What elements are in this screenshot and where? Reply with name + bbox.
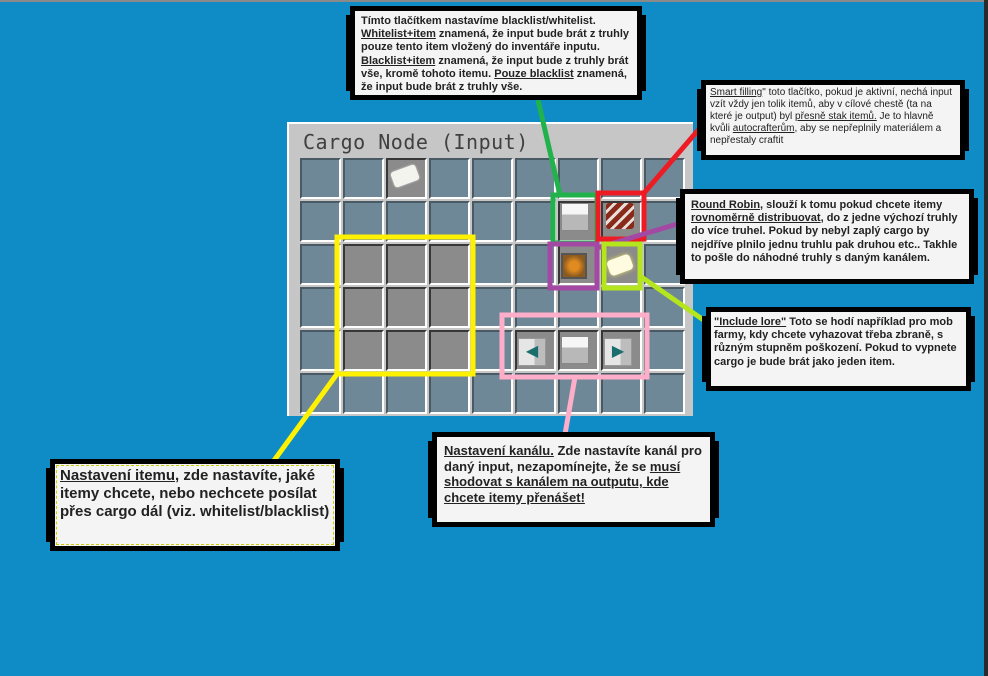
channel-display	[561, 336, 589, 364]
inventory-slot[interactable]	[343, 201, 384, 242]
inventory-slot[interactable]	[601, 287, 642, 328]
inventory-slot[interactable]	[300, 373, 341, 414]
note-highlight-text: "Include lore"	[714, 316, 787, 328]
note-text: Zde nastavíte kanál pro daný input, neza…	[444, 443, 702, 474]
inventory-slot[interactable]	[300, 201, 341, 242]
note-text: " toto tlačítko, pokud je aktivní, nechá…	[710, 87, 953, 122]
note-highlight-text: Nastavení kanálu.	[444, 443, 554, 458]
note-text: Tímto tlačítkem nastavíme blacklist/whit…	[361, 15, 596, 27]
note-highlight-text: rovnoměrně distribuovat	[691, 212, 821, 225]
note-blacklist-whitelist: Tímto tlačítkem nastavíme blacklist/whit…	[346, 6, 646, 100]
note-highlight-text: Nastavení itemu	[60, 467, 176, 484]
note-text: , do z jedne výchozí truhly do více truh…	[691, 212, 958, 264]
note-text: Toto se hodí například pro mob farmy, kd…	[714, 316, 957, 368]
inventory-slot[interactable]	[429, 201, 470, 242]
inventory-slot[interactable]	[601, 373, 642, 414]
inventory-slot[interactable]	[515, 201, 556, 242]
inventory-slot[interactable]	[644, 330, 685, 371]
inventory-slot[interactable]	[472, 201, 513, 242]
note-highlight-text: Round Robin	[691, 199, 761, 211]
note-highlight-text: Pouze blacklist	[494, 67, 574, 80]
inventory-slot[interactable]	[515, 244, 556, 285]
inventory-slot[interactable]	[472, 330, 513, 371]
note-highlight-text: Whitelist+item	[361, 28, 436, 41]
inventory-slot[interactable]	[429, 373, 470, 414]
inventory-slot[interactable]	[386, 201, 427, 242]
inventory-slot[interactable]	[343, 287, 384, 328]
inventory-slot[interactable]	[472, 158, 513, 199]
note-item-filter: Nastavení itemu, zde nastavíte, jaké ite…	[46, 459, 344, 551]
inventory-slot[interactable]	[343, 330, 384, 371]
note-include-lore: "Include lore" Toto se hodí například pr…	[702, 307, 975, 391]
note-text: znamená, že input bude z truhly brát vše…	[361, 54, 629, 80]
channel-up-button[interactable]: ▶	[604, 338, 632, 366]
inventory-slot[interactable]	[386, 373, 427, 414]
channel-down-button[interactable]: ◀	[518, 338, 546, 366]
inventory-slot[interactable]	[343, 158, 384, 199]
inventory-slot[interactable]	[558, 287, 599, 328]
inventory-slot[interactable]	[472, 287, 513, 328]
inventory-slot[interactable]	[300, 287, 341, 328]
inventory-slot[interactable]	[386, 287, 427, 328]
window-title: Cargo Node (Input)	[303, 130, 529, 154]
right-border	[984, 0, 988, 676]
inventory-slot[interactable]	[300, 244, 341, 285]
inventory-slot[interactable]	[386, 330, 427, 371]
inventory-slot[interactable]	[386, 244, 427, 285]
note-smart-filling: Smart filling" toto tlačítko, pokud je a…	[697, 80, 969, 160]
note-highlight-text: přesně stak itemů.	[795, 111, 877, 122]
note-text: znamená, že input bude brát z truhly pou…	[361, 28, 630, 54]
inventory-slot[interactable]	[472, 244, 513, 285]
inventory-slot[interactable]	[472, 373, 513, 414]
note-highlight-text: Blacklist+item	[361, 54, 436, 67]
inventory-slot[interactable]	[644, 373, 685, 414]
note-text: , slouží k tomu pokud chcete itemy	[760, 199, 943, 211]
note-highlight-text: autocrafterům	[732, 123, 795, 134]
note-text: , zde nastavíte, jaké itemy chcete, nebo…	[60, 467, 330, 520]
inventory-slot[interactable]	[644, 158, 685, 199]
inventory-slot[interactable]	[515, 158, 556, 199]
smart-filling-button[interactable]	[606, 203, 634, 229]
inventory-slot[interactable]	[343, 244, 384, 285]
inventory-slot[interactable]	[300, 330, 341, 371]
inventory-slot[interactable]	[558, 373, 599, 414]
inventory-slot[interactable]	[429, 244, 470, 285]
round-robin-button[interactable]	[561, 253, 587, 279]
inventory-slot[interactable]	[515, 287, 556, 328]
note-highlight-text: musí shodovat s kanálem na outputu, kde …	[444, 458, 681, 505]
note-text: znamená, že input bude brát z truhly vše…	[361, 67, 627, 93]
inventory-slot[interactable]	[558, 158, 599, 199]
note-round-robin: Round Robin, slouží k tomu pokud chcete …	[676, 189, 978, 284]
inventory-slot[interactable]	[429, 287, 470, 328]
inventory-slot[interactable]	[429, 158, 470, 199]
inventory-slot[interactable]	[343, 373, 384, 414]
whitelist-toggle-button[interactable]	[561, 203, 589, 231]
inventory-slot[interactable]	[300, 158, 341, 199]
inventory-slot[interactable]	[429, 330, 470, 371]
note-text: Je to hlavně kvůli	[710, 111, 934, 134]
top-border	[0, 0, 988, 2]
inventory-slot[interactable]	[515, 373, 556, 414]
note-channel: Nastavení kanálu. Zde nastavíte kanál pr…	[428, 432, 719, 527]
inventory-slot[interactable]	[601, 158, 642, 199]
note-highlight-text: Smart filling	[710, 87, 763, 98]
inventory-slot[interactable]	[644, 287, 685, 328]
note-text: , aby se nepřeplnily materiálem a nepřes…	[710, 123, 942, 146]
